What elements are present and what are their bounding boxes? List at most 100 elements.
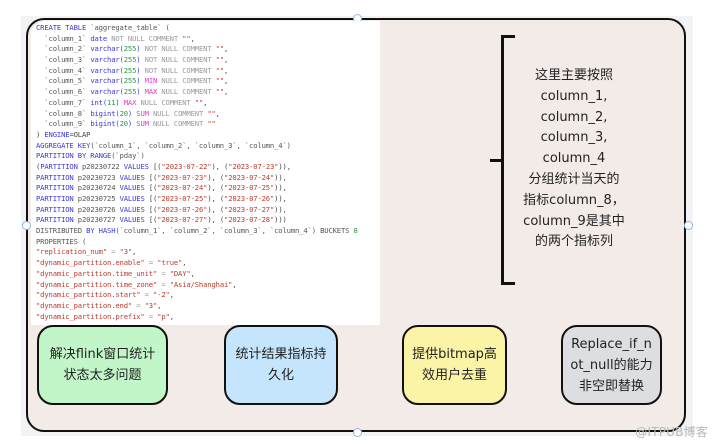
code-token: "dynamic_partition.prefix" xyxy=(36,311,145,321)
code-token: ), ( xyxy=(211,161,229,171)
code-token: "dynamic_partition.end" xyxy=(36,300,133,310)
code-token: SUM xyxy=(136,119,153,129)
card-flink-window-state[interactable]: 解决flink窗口统计 状态太多问题 xyxy=(37,325,168,405)
code-token: BY HASH xyxy=(86,226,116,236)
code-line: `column_7` int(11) MAX NULL COMMENT "", xyxy=(36,98,358,109)
code-token: DISTRIBUTED xyxy=(36,226,87,236)
code-token: , xyxy=(224,44,229,54)
code-token: (`column_1`, `column_2`, `column_3`, `co… xyxy=(90,140,291,150)
code-token: = xyxy=(144,311,158,321)
code-line: `column_3` varchar(255) NOT NULL COMMENT… xyxy=(36,55,358,66)
code-token: MAX xyxy=(123,97,141,107)
code-token: )), xyxy=(274,183,287,193)
code-token: p20230723 xyxy=(77,172,120,182)
code-token: 20 xyxy=(119,108,129,118)
code-token: PARTITION xyxy=(36,172,78,182)
code-token: ) xyxy=(36,129,45,139)
code-token: `aggregate_table` ( xyxy=(90,23,170,32)
code-token: "dynamic_partition.enable" xyxy=(36,258,145,268)
code-token: VALUES xyxy=(119,204,149,214)
code-token: bigint( xyxy=(90,119,120,129)
code-token: , xyxy=(232,279,237,289)
code-token: NOT NULL COMMENT xyxy=(144,65,216,75)
annotation-line: column_2, xyxy=(540,109,608,125)
resize-handle-bottom[interactable] xyxy=(353,428,362,437)
code-token: [( xyxy=(148,215,158,225)
code-token: `column_9` xyxy=(36,119,91,129)
card-text: ot_null的能力 xyxy=(570,357,653,373)
code-token: ), ( xyxy=(207,204,225,214)
code-token: 255 xyxy=(123,55,137,65)
code-token: , xyxy=(132,247,137,257)
code-line: ) ENGINE=OLAP xyxy=(36,130,358,141)
card-bitmap-dedup[interactable]: 提供bitmap高 效用户去重 xyxy=(402,325,507,405)
code-line: "dynamic_partition.prefix" = "p", xyxy=(36,312,358,323)
resize-handle-left[interactable] xyxy=(22,221,31,230)
code-token: NULL COMMENT xyxy=(153,108,208,118)
code-token: varchar( xyxy=(90,87,124,97)
code-token: "2023-07-28" xyxy=(224,215,275,225)
code-token: 20 xyxy=(119,119,129,129)
code-line: PARTITION p20230723 VALUES [("2023-07-23… xyxy=(36,173,358,184)
code-line: (PARTITION p20230722 VALUES [("2023-07-2… xyxy=(36,162,358,173)
code-token: NOT NULL COMMENT xyxy=(144,44,216,54)
code-token: "2023-07-24" xyxy=(224,172,275,182)
code-token: p20230722 xyxy=(81,161,124,171)
code-token: VALUES xyxy=(119,215,149,225)
code-line: PARTITION p20230726 VALUES [("2023-07-26… xyxy=(36,205,358,216)
sql-code: CREATE TABLE `aggregate_table` ( `column… xyxy=(36,23,358,322)
annotation-text: 这里主要按照 column_1, column_2, column_3, col… xyxy=(516,66,632,253)
code-token: = xyxy=(132,300,145,310)
code-token: p20230725 xyxy=(77,194,120,203)
code-token: `column_7` xyxy=(36,97,91,107)
code-token: "" xyxy=(215,44,225,54)
code-token: MAX xyxy=(144,87,162,97)
code-token: p20230727 xyxy=(77,215,120,225)
code-token: PARTITION xyxy=(40,161,82,171)
code-token: PROPERTIES ( xyxy=(36,236,87,246)
bracket-pointer xyxy=(490,159,502,162)
code-token: [( xyxy=(153,161,162,171)
code-token: `column_6` xyxy=(36,87,91,97)
code-token: = xyxy=(157,279,170,289)
code-token: AGGREGATE KEY xyxy=(36,140,91,150)
code-token: ) xyxy=(115,97,124,107)
code-line: `column_2` varchar(255) NOT NULL COMMENT… xyxy=(36,44,358,55)
code-token: "DAY" xyxy=(169,268,191,278)
code-token: 8 xyxy=(353,226,358,236)
code-token: "-2" xyxy=(152,290,170,300)
code-line: "replication_num" = "3", xyxy=(36,247,358,258)
code-token: NOT NULL COMMENT xyxy=(144,55,216,65)
code-token: )), xyxy=(274,194,287,203)
code-token: ), ( xyxy=(207,183,225,193)
code-token: p20230726 xyxy=(77,204,120,214)
code-line: "dynamic_partition.time_zone" = "Asia/Sh… xyxy=(36,280,358,291)
code-token: , xyxy=(190,268,195,278)
code-token: varchar( xyxy=(90,76,124,86)
code-token: )), xyxy=(278,161,291,171)
code-token: "p" xyxy=(157,311,170,321)
code-line: "dynamic_partition.start" = "-2", xyxy=(36,290,358,301)
card-text: 非空即替换 xyxy=(578,378,644,394)
bracket-top-arm xyxy=(501,35,515,38)
annotation-line: 指标column_8， xyxy=(523,192,625,208)
code-token: PARTITION xyxy=(36,204,78,214)
code-token: `column_2` xyxy=(36,44,91,54)
code-line: PARTITION p20230724 VALUES [("2023-07-24… xyxy=(36,183,358,194)
code-line: "dynamic_partition.enable" = "true", xyxy=(36,258,358,269)
card-text: 解决flink窗口统计 xyxy=(49,347,156,362)
resize-handle-right[interactable] xyxy=(684,221,693,230)
code-token: , xyxy=(215,108,220,118)
card-replace-if-not-null[interactable]: Replace_if_n ot_null的能力 非空即替换 xyxy=(561,325,662,405)
code-token: "dynamic_partition.start" xyxy=(36,290,141,300)
code-token: 255 xyxy=(123,65,137,75)
code-token: NULL COMMENT xyxy=(140,97,195,107)
code-token: [( xyxy=(148,183,158,193)
code-token: , xyxy=(169,311,174,321)
code-token: "" xyxy=(215,65,225,75)
code-token: "" xyxy=(182,33,191,43)
code-token: 255 xyxy=(123,44,137,54)
card-metric-persistence[interactable]: 统计结果指标持 久化 xyxy=(224,325,338,405)
code-line: `column_1` date NOT NULL COMMENT "", xyxy=(36,34,358,45)
code-token: [( xyxy=(148,204,158,214)
